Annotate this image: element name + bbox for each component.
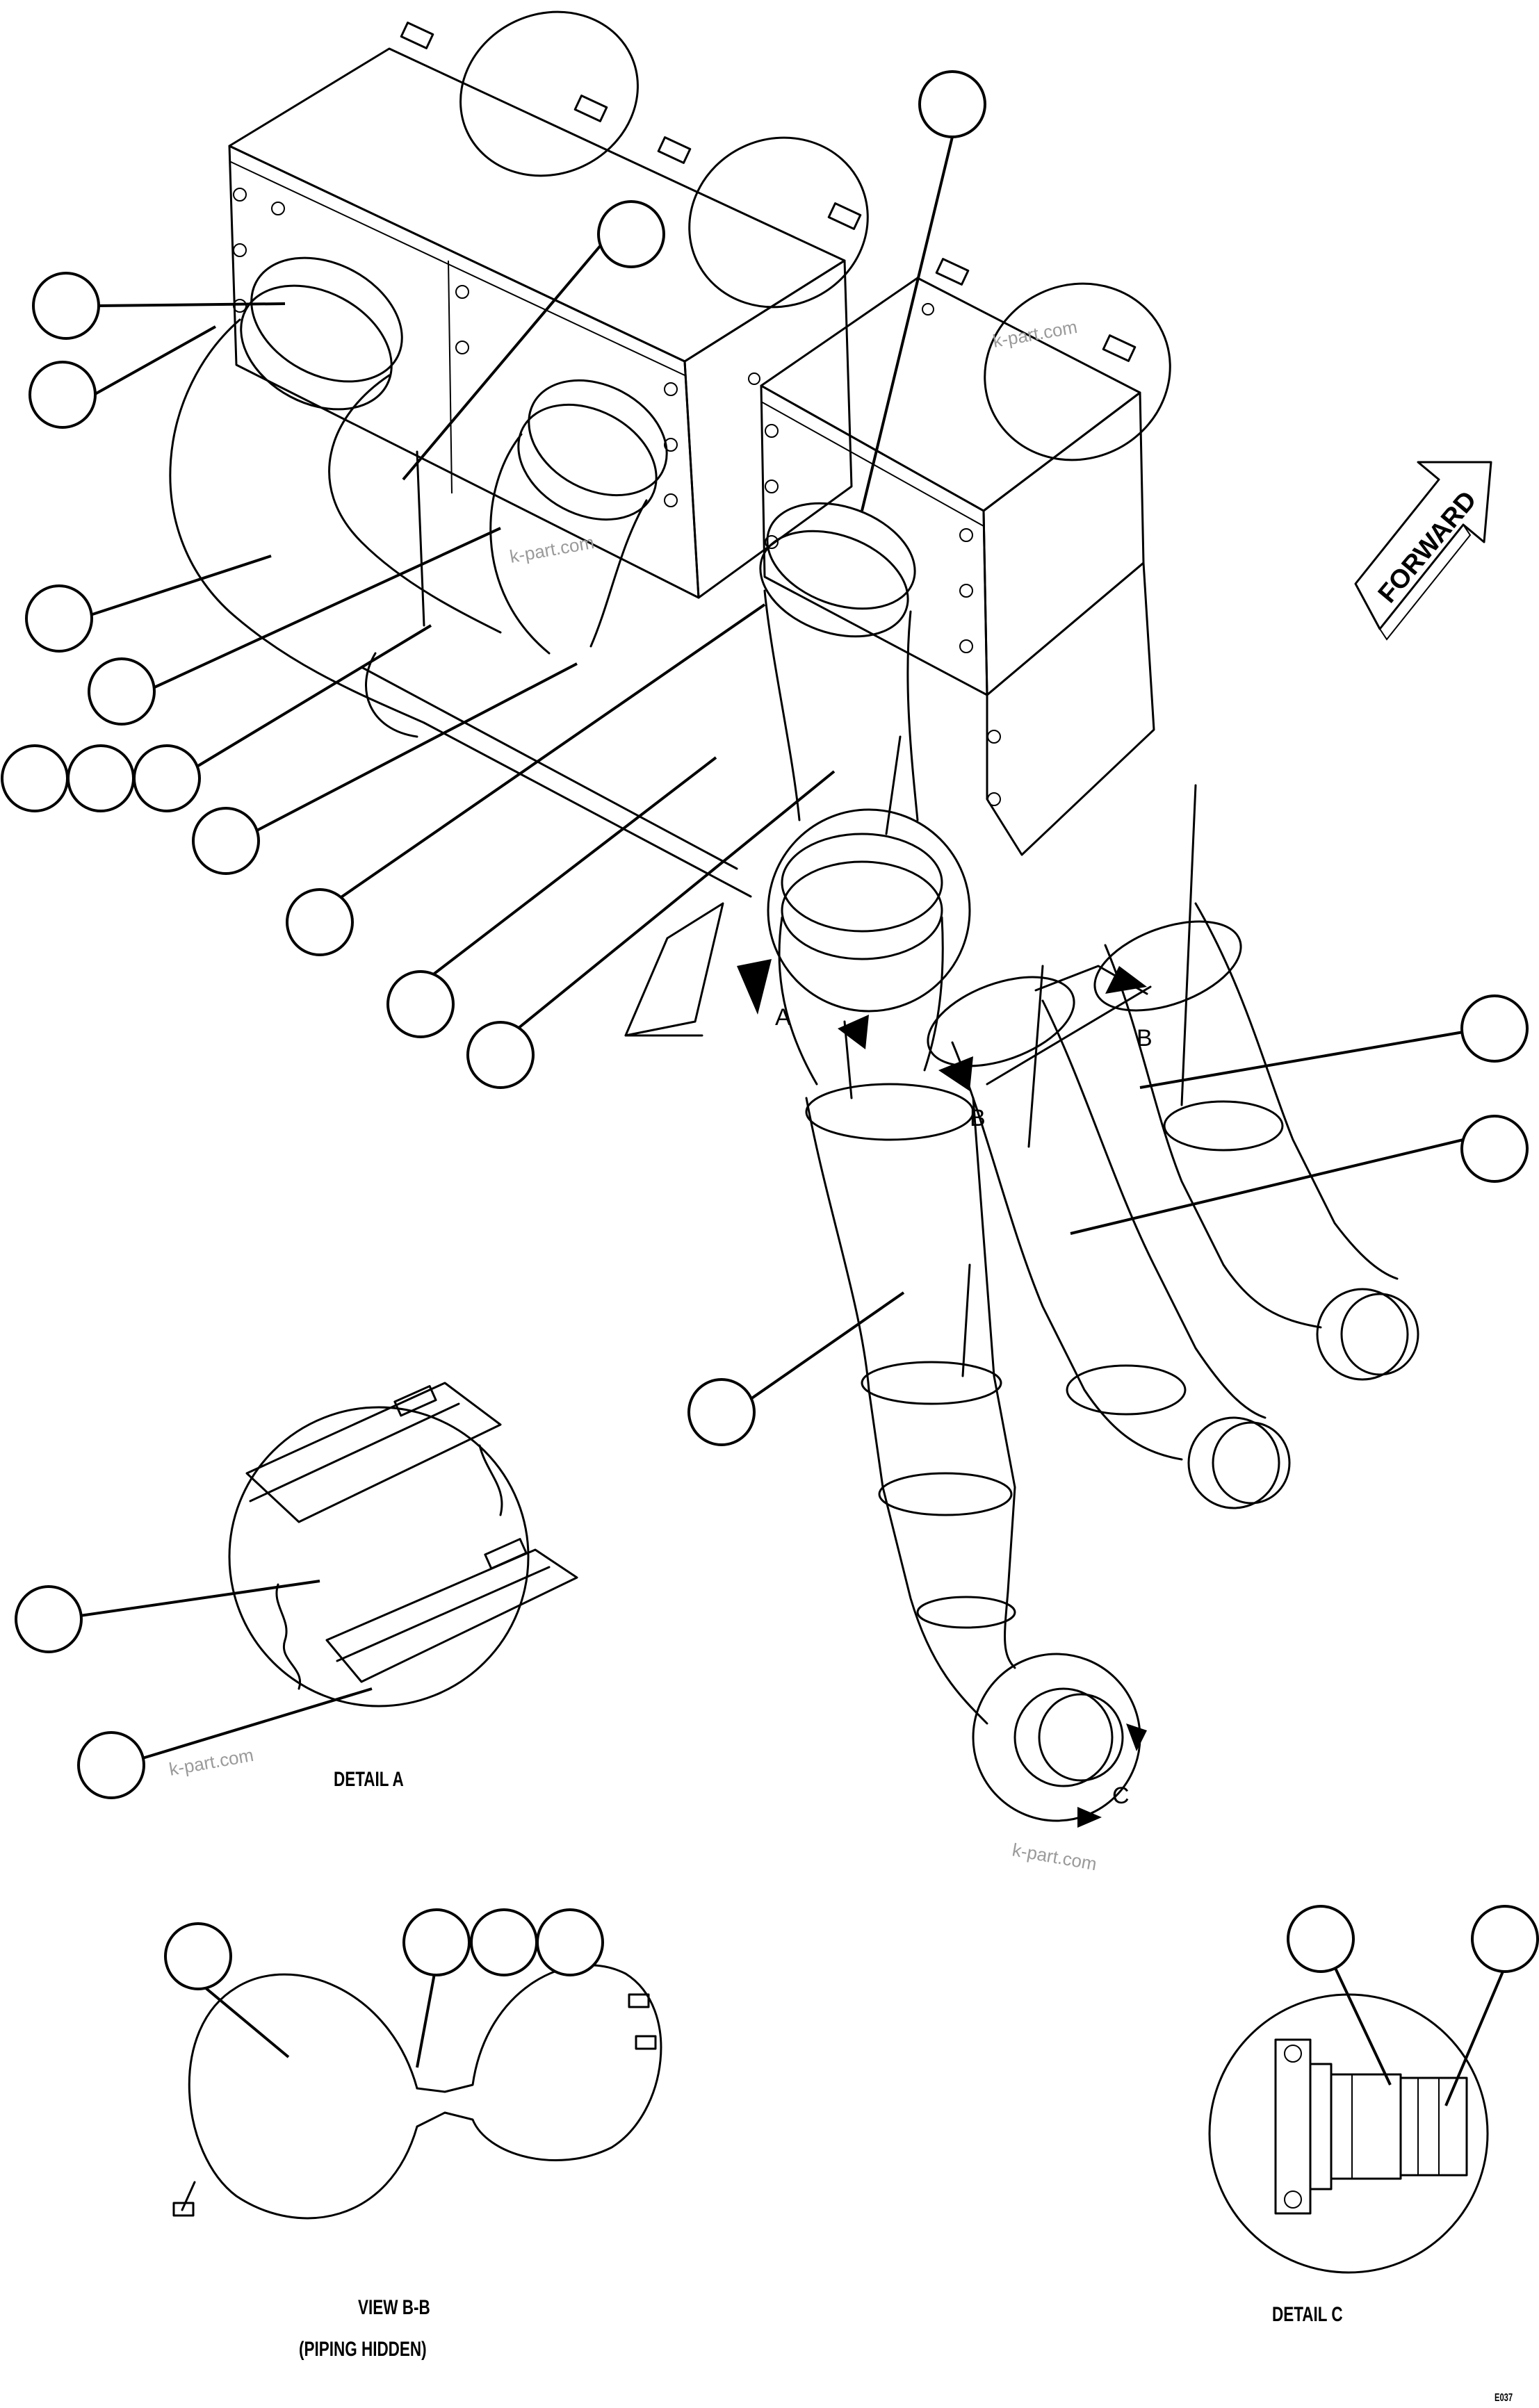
piping-hidden-caption: (PIPING HIDDEN) [299,2337,427,2361]
muffler-elbows [169,256,919,898]
watermark-3: k-part.com [168,1744,255,1780]
down-pipes [416,450,1419,1828]
detail-c: DETAIL C [1208,1993,1489,2326]
detail-c-caption: DETAIL C [1272,2302,1343,2326]
detail-a: DETAIL A [228,1382,578,1791]
view-c-label: C [1112,1783,1130,1809]
watermark-4: k-part.com [1011,1839,1098,1874]
view-b-label-1: B [1137,1025,1153,1051]
forward-arrow: FORWARD [1354,461,1492,641]
watermark-2: k-part.com [508,532,596,567]
forward-label: FORWARD [1373,486,1483,609]
detail-a-caption: DETAIL A [334,1767,404,1791]
muffler-housings [228,10,1171,856]
view-a-label: A [775,1004,791,1031]
callouts [1,70,1539,2106]
drawing-code: E037 [1495,2391,1513,2404]
view-b-b: VIEW B-B (PIPING HIDDEN) [172,1964,662,2361]
view-bb-caption: VIEW B-B [358,2295,430,2319]
view-b-label-2: B [970,1105,986,1131]
